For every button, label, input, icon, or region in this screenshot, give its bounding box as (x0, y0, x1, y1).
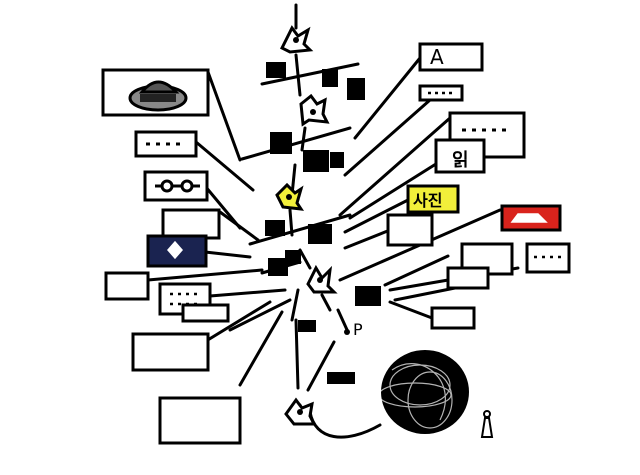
black-block (266, 62, 286, 78)
black-block (265, 220, 285, 236)
black-block (355, 286, 381, 306)
hat-face-box (101, 68, 210, 117)
spark-icon (306, 264, 338, 294)
korean-word-label: 사진 (413, 191, 442, 210)
black-block (308, 224, 332, 244)
black-block (270, 132, 292, 154)
letter-p-label: P (353, 320, 363, 339)
black-block (268, 258, 288, 276)
black-block (327, 372, 355, 384)
spark-icon (279, 25, 314, 54)
navy-diamond-box (146, 234, 208, 268)
dashed-text-box-right-3 (525, 242, 571, 274)
empty-box (161, 208, 221, 240)
small-glyph-label: 읽 (452, 150, 469, 171)
scribble-ball-icon (378, 350, 469, 434)
glasses-icon (155, 179, 200, 193)
string-line (308, 410, 382, 439)
face-with-hat-icon (128, 80, 188, 112)
letter-a-label: A (430, 45, 444, 69)
empty-box (386, 213, 434, 247)
spark-icon (284, 397, 317, 426)
empty-box (131, 332, 210, 372)
sparks (275, 25, 338, 426)
empty-box (430, 306, 476, 330)
black-block (298, 320, 316, 332)
central-trunk (288, 3, 332, 412)
figure-glyph-box: 읽 (434, 138, 486, 174)
empty-box (104, 271, 150, 301)
korean-photo-box: 사진 (406, 184, 460, 214)
red-car-box (500, 204, 562, 232)
letter-p-marker: P (344, 320, 363, 339)
small-figure-icon (480, 410, 494, 438)
trunk-blocks (265, 62, 381, 384)
black-block (303, 150, 329, 172)
car-icon (510, 213, 548, 223)
black-block (285, 250, 301, 264)
black-block (330, 152, 344, 168)
empty-box (158, 396, 242, 445)
letter-a-box: A (418, 42, 484, 72)
dashed-text-box-right-1 (418, 84, 464, 102)
spark-icon (275, 182, 305, 211)
glasses-box (143, 170, 209, 202)
black-block (322, 69, 338, 87)
empty-box (181, 303, 230, 323)
dashed-text-box-left-1 (134, 130, 198, 158)
empty-box (446, 266, 490, 290)
black-block (347, 78, 365, 100)
diamond-icon (167, 240, 183, 260)
spark-icon (299, 93, 330, 127)
